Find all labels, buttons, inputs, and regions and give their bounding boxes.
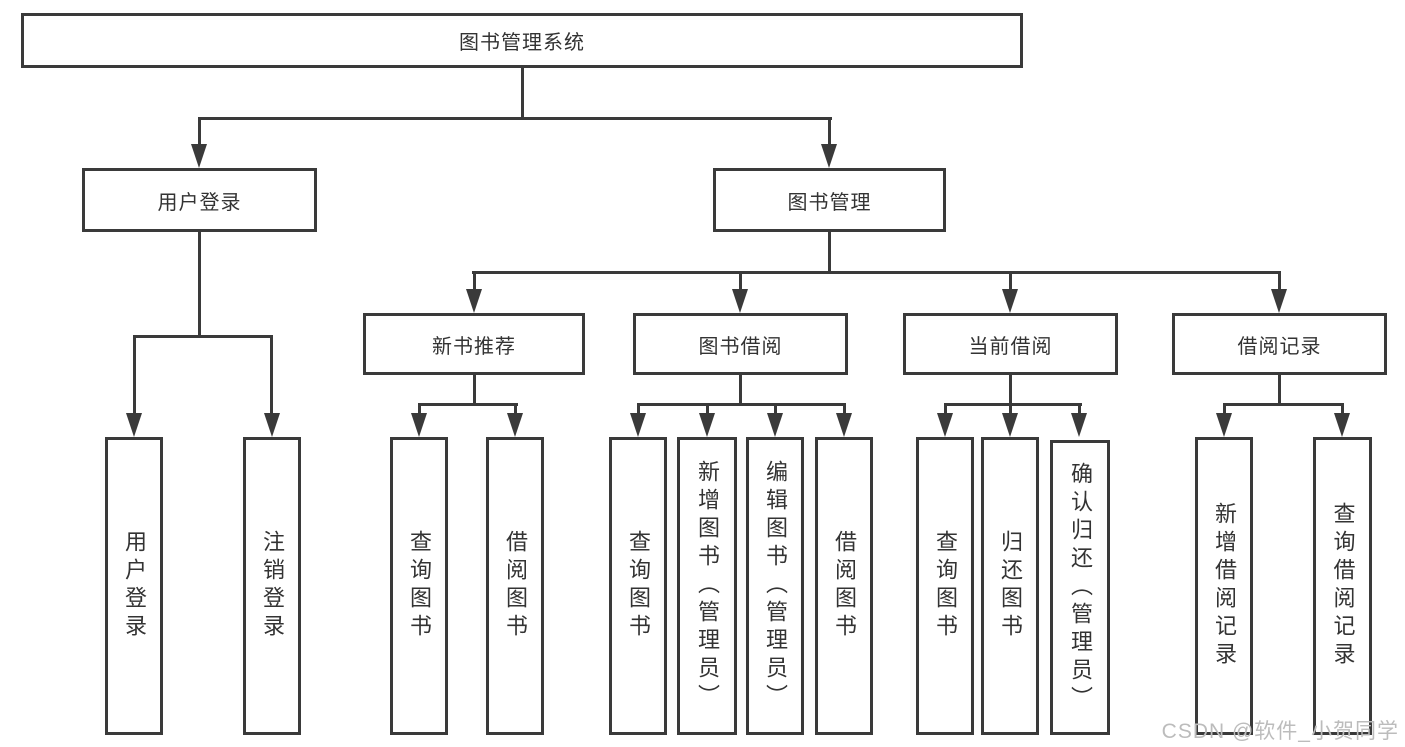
node-book-management: 图书管理: [713, 168, 946, 232]
connector-l2-drop-left: [198, 117, 201, 146]
connector-drop: [1078, 403, 1081, 415]
leaf-logout: 注销登录: [243, 437, 301, 735]
leaf-br-query-record: 查询借阅记录: [1313, 437, 1372, 735]
connector-drop: [514, 403, 517, 415]
connector-root-stub: [521, 68, 524, 118]
connector-drop: [774, 403, 777, 415]
node-label: 确认归还（管理员）: [1068, 461, 1093, 714]
connector-book-mgmt-stub: [828, 232, 831, 273]
arrowhead-down-icon: [126, 413, 142, 437]
arrowhead-down-icon: [699, 413, 715, 437]
arrowhead-down-icon: [411, 413, 427, 437]
connector-nbr-rail: [418, 403, 518, 406]
connector-drop: [1009, 403, 1012, 415]
connector-drop: [637, 403, 640, 415]
arrowhead-down-icon: [1216, 413, 1232, 437]
watermark: CSDN @软件_小贺同学: [1161, 720, 1399, 743]
arrowhead-down-icon: [466, 289, 482, 313]
node-label: 新增图书（管理员）: [695, 460, 720, 712]
arrowhead-down-icon: [507, 413, 523, 437]
leaf-bb-borrow-books: 借阅图书: [815, 437, 873, 735]
arrowhead-down-icon: [191, 144, 207, 168]
leaf-br-add-record: 新增借阅记录: [1195, 437, 1253, 735]
arrowhead-down-icon: [821, 144, 837, 168]
arrowhead-down-icon: [264, 413, 280, 437]
node-label: 查询图书: [626, 530, 651, 642]
connector-cb-rail: [944, 403, 1082, 406]
leaf-cb-confirm-return-admin: 确认归还（管理员）: [1050, 440, 1110, 735]
node-label: 当前借阅: [968, 335, 1053, 358]
leaf-cb-query-books: 查询图书: [916, 437, 974, 735]
connector-br-rail: [1223, 403, 1343, 406]
connector-cb-stub: [1009, 375, 1012, 406]
node-label: 查询借阅记录: [1330, 502, 1356, 670]
node-user-login: 用户登录: [82, 168, 317, 232]
connector-drop: [1341, 403, 1344, 415]
node-new-book-recommend: 新书推荐: [363, 313, 585, 375]
connector-drop: [1223, 403, 1226, 415]
connector-bb-rail: [637, 403, 845, 406]
node-root: 图书管理系统: [21, 13, 1023, 68]
node-label: 借阅记录: [1237, 335, 1322, 358]
leaf-cb-return-books: 归还图书: [981, 437, 1039, 735]
node-label: 归还图书: [998, 530, 1023, 642]
arrowhead-down-icon: [630, 413, 646, 437]
node-borrow-records: 借阅记录: [1172, 313, 1387, 375]
connector-bb-stub: [739, 375, 742, 406]
connector-user-login-stub: [198, 232, 201, 338]
node-label: 注销登录: [260, 530, 285, 642]
arrowhead-down-icon: [1071, 413, 1087, 437]
connector-drop: [944, 403, 947, 415]
leaf-nbr-query-books: 查询图书: [390, 437, 448, 735]
leaf-bb-add-books-admin: 新增图书（管理员）: [677, 437, 737, 735]
connector-drop: [133, 335, 136, 413]
leaf-bb-query-books: 查询图书: [609, 437, 667, 735]
arrowhead-down-icon: [836, 413, 852, 437]
arrowhead-down-icon: [1334, 413, 1350, 437]
connector-drop: [1009, 271, 1012, 291]
node-label: 借阅图书: [832, 530, 857, 642]
arrowhead-down-icon: [732, 289, 748, 313]
node-book-borrowing: 图书借阅: [633, 313, 848, 375]
node-label: 图书管理: [787, 191, 872, 214]
arrowhead-down-icon: [937, 413, 953, 437]
node-label: 图书借阅: [698, 335, 783, 358]
node-label: 查询图书: [933, 530, 958, 642]
arrowhead-down-icon: [1271, 289, 1287, 313]
connector-drop: [270, 335, 273, 413]
leaf-nbr-borrow-books: 借阅图书: [486, 437, 544, 735]
node-label: 图书管理系统: [459, 32, 585, 54]
leaf-bb-edit-books-admin: 编辑图书（管理员）: [746, 437, 804, 735]
node-label: 用户登录: [157, 191, 242, 214]
connector-drop: [473, 271, 476, 291]
connector-l2-drop-right: [828, 117, 831, 146]
connector-drop: [706, 403, 709, 415]
connector-drop: [1278, 271, 1281, 291]
node-label: 用户登录: [122, 530, 147, 642]
connector-nbr-stub: [473, 375, 476, 406]
node-label: 借阅图书: [503, 530, 528, 642]
connector-user-login-rail: [133, 335, 273, 338]
node-label: 新增借阅记录: [1212, 502, 1237, 670]
leaf-user-login: 用户登录: [105, 437, 163, 735]
arrowhead-down-icon: [767, 413, 783, 437]
connector-drop: [418, 403, 421, 415]
connector-br-stub: [1278, 375, 1281, 406]
connector-drop: [843, 403, 846, 415]
arrowhead-down-icon: [1002, 289, 1018, 313]
connector-drop: [739, 271, 742, 291]
connector-l3-rail: [472, 271, 1280, 274]
node-current-borrowing: 当前借阅: [903, 313, 1118, 375]
node-label: 新书推荐: [432, 335, 516, 358]
connector-l2-rail: [199, 117, 832, 120]
arrowhead-down-icon: [1002, 413, 1018, 437]
node-label: 查询图书: [407, 530, 432, 642]
node-label: 编辑图书（管理员）: [763, 460, 788, 712]
